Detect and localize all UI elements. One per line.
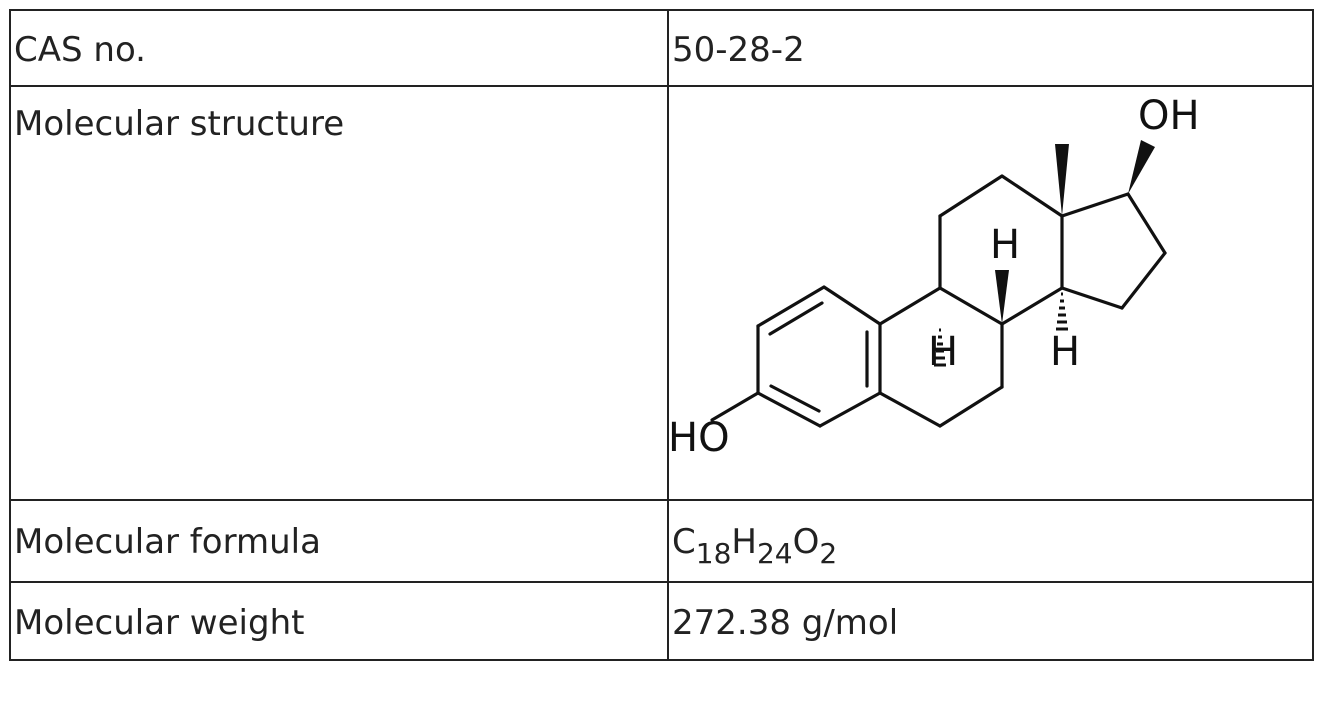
formula-element: H [731, 522, 757, 562]
table-row-formula: Molecular formula C18H24O2 [9, 499, 1314, 583]
weight-label: Molecular weight [9, 581, 669, 661]
formula-count: 2 [819, 537, 838, 570]
formula-count: 18 [695, 537, 732, 570]
formula-label: Molecular formula [9, 499, 669, 583]
molecular-structure-diagram: OH HO H H H [669, 93, 1200, 461]
formula-element: O [792, 522, 820, 562]
h-wedge-bond [995, 270, 1009, 324]
ho-label-left: HO [669, 415, 730, 461]
cas-label: CAS no. [9, 9, 669, 87]
cas-value: 50-28-2 [667, 9, 1314, 87]
weight-value: 272.38 g/mol [667, 581, 1314, 661]
properties-table: CAS no. 50-28-2 Molecular structure [9, 9, 1314, 661]
h-label-c8: H [990, 222, 1020, 268]
table-row-weight: Molecular weight 272.38 g/mol [9, 581, 1314, 661]
formula-element: C [672, 522, 696, 562]
structure-label: Molecular structure [9, 85, 669, 501]
formula-value: C18H24O2 [667, 499, 1314, 583]
h-label-c9: H [928, 329, 958, 375]
oh-wedge-bond [1128, 140, 1155, 194]
table-row-structure: Molecular structure [9, 85, 1314, 501]
table-row-cas: CAS no. 50-28-2 [9, 9, 1314, 87]
h-label-c14: H [1050, 329, 1080, 375]
structure-cell: OH HO H H H [667, 85, 1314, 501]
hashed-bonds [934, 292, 1068, 367]
skeleton-bonds [710, 174, 1167, 428]
methyl-wedge-bond [1055, 144, 1069, 216]
oh-label-top: OH [1138, 93, 1200, 139]
formula-count: 24 [756, 537, 793, 570]
